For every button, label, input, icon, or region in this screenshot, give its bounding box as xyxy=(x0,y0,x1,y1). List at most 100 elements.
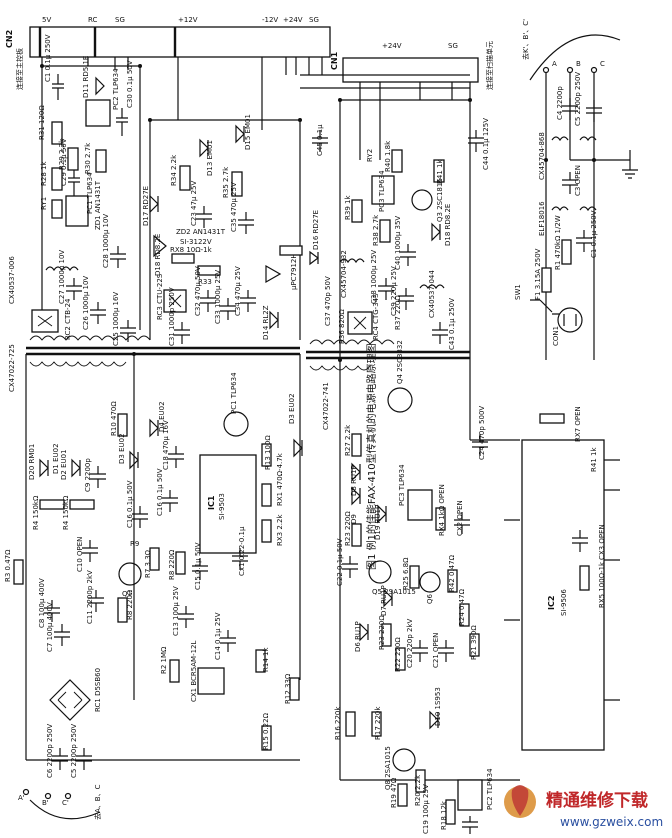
top-connector-area: CN2 连接至主控板 5V RC SG +12V -12V +24V SG xyxy=(5,16,331,130)
primary-right-section: Q4 2SC3832 C24 470p 500V R27 2.2k D8 RU1… xyxy=(334,340,520,834)
r12-label: R12 33Ω xyxy=(284,673,292,704)
d19-label: D19 RU1P xyxy=(374,505,382,540)
watermark: 精通维修下载 www.gzweix.com xyxy=(504,785,663,829)
ic1-type: SI-9503 xyxy=(218,493,226,520)
c28-label: C28 1000μ 10V xyxy=(102,214,110,268)
r30-label: R30 2.7k xyxy=(84,142,92,174)
d11-label: D11 RD5.1E xyxy=(82,56,90,98)
r15-label: R15 0.22Ω xyxy=(262,712,270,750)
watermark-url: www.gzweix.com xyxy=(560,815,663,829)
c26-label: C26 1000μ 10V xyxy=(82,276,90,330)
q6-label: Q6 xyxy=(426,593,434,604)
c1-ac-label: C1 0.1μ 250V xyxy=(590,210,598,258)
r6-label: R8 220Ω xyxy=(126,589,134,620)
cn1-connector-area: CN1 +24V SG 连接至扫描单元 xyxy=(300,41,494,160)
cn2-label: CN2 xyxy=(5,30,14,48)
cn1-connector xyxy=(342,57,479,83)
ic1-block: IC1 SI-9503 PC1 TLP634 R10 470Ω C18 470μ… xyxy=(110,372,303,751)
pc3-ic2-label: PC3 TLP634 xyxy=(398,464,406,506)
c11-label: C11 2200p 2kV xyxy=(86,570,94,624)
c40-label: C40 1000μ 35V xyxy=(394,216,402,270)
r24-label: R24 0.47Ω xyxy=(458,588,466,626)
r18-label: R18 12k xyxy=(440,800,448,830)
ry2-label: RY2 xyxy=(366,149,374,162)
zd1-label: ZD1 AN1431T xyxy=(94,180,102,230)
cx3-label: CX3 OPEN xyxy=(598,524,606,560)
c25-label: C25 1000μ 16V xyxy=(112,292,120,346)
c9-label: C9 2200p xyxy=(84,458,92,492)
terminal-a: A xyxy=(552,60,557,68)
to-scanner-label: 连接至扫描单元 xyxy=(485,41,494,90)
terminal-b2: B' xyxy=(42,799,49,807)
r7-label: R7 3.3Ω xyxy=(144,549,152,578)
cn1-label: CN1 xyxy=(330,51,339,70)
l2-label: CX45704-868 xyxy=(538,132,546,180)
ic2-type: SI-9506 xyxy=(560,589,568,616)
pc2-label: PC2 TLP634 xyxy=(112,68,120,110)
r42-label: R42 0.47Ω xyxy=(448,554,456,592)
q4-label: Q4 2SC3832 xyxy=(396,340,404,384)
ry1-label: RY1 xyxy=(40,197,48,210)
d6-label: D6 RU1P xyxy=(354,621,362,652)
l5-label: CX40537-044 xyxy=(428,270,436,318)
l1-label: ELF18016 xyxy=(538,201,546,236)
c33-label: C33 1000μ 25V xyxy=(214,270,222,324)
c27-label: C27 1000μ 10V xyxy=(58,250,66,304)
c43-label: C43 0.1μ 250V xyxy=(448,298,456,350)
d7b-label: D7 RU1P xyxy=(380,585,388,616)
d15-label: D15 EM01 xyxy=(244,114,252,150)
c32-label: C32 470μ 50V xyxy=(194,266,202,316)
ic5-label: μPC7912H xyxy=(290,253,298,290)
r4-label: R4 150kΩ xyxy=(32,495,40,530)
r29-label: R29 2.2k xyxy=(58,138,66,170)
caption-text: 图1 例1的佳能FAX-410型传真机的电源电路原理图 xyxy=(365,343,378,570)
pc3-label: PC3 TLP634 xyxy=(378,170,386,212)
watermark-brand: 精通维修下载 xyxy=(546,790,648,811)
rail-24v-b: +24V xyxy=(382,42,402,50)
rc2-label: RC2 CTB-24 xyxy=(64,298,72,340)
c22-label: C22 0.1μ 50V xyxy=(336,538,344,586)
cx1b-label: CX1 BCR5AM-12L xyxy=(190,640,198,702)
rx4-label: RX4 1kΩ OPEN xyxy=(438,484,446,536)
d13-label: D13 EM01 xyxy=(206,140,214,176)
c15-label: C15 0.1μ 50V xyxy=(194,542,202,590)
r38-label: R38 2.7k xyxy=(372,214,380,246)
d10-label: D10 1S953 xyxy=(434,687,442,726)
figure-caption: 图1 例1的佳能FAX-410型传真机的电源电路原理图 xyxy=(365,343,378,570)
c1-label: C1 0.1μ 250V xyxy=(44,34,52,82)
c16-label: C16 0.1μ 50V xyxy=(126,480,134,528)
c17-label: C16 0.1μ 50V xyxy=(156,468,164,516)
r2-label: R2 1MΩ xyxy=(160,646,168,674)
r13-label: R13 100Ω xyxy=(264,435,272,470)
q3-label: Q3 2SC1815 xyxy=(436,178,444,222)
c23-label: C23 47μ 25V xyxy=(190,180,198,226)
rc1-label: RC1 D5SB60 xyxy=(94,668,102,712)
d18-label: D18 RD8.2E xyxy=(154,234,162,276)
r14-label: R14 1k xyxy=(262,647,270,672)
rail-minus12: -12V xyxy=(262,16,278,24)
c37-label: C37 470p 50V xyxy=(324,276,332,326)
rx3-label: RX3 2.2k xyxy=(276,514,284,546)
rail-plus12: +12V xyxy=(178,16,198,24)
d2-label: D2 EU01 xyxy=(60,449,68,480)
d1-label: D1 EU02 xyxy=(52,443,60,474)
c21-label: C21 OPEN xyxy=(432,633,440,668)
r31-label: R31 120Ω xyxy=(38,105,46,140)
r10-label: R10 470Ω xyxy=(110,401,118,436)
to-motherboard-label: 连接至主控板 xyxy=(15,48,24,90)
ic1-chip xyxy=(199,454,257,554)
r26-label: R23 220Ω xyxy=(344,511,352,546)
c45-label: C45 0.1μ xyxy=(316,124,324,156)
r33-label: R33 xyxy=(198,278,212,286)
rx5-label: RX5 100Ω-1k xyxy=(598,561,606,608)
c14-label: C14 0.1μ 25V xyxy=(214,612,222,660)
ac-input-section: 去K'、B'、C' A B C C4 2200p C5 2200p 250V C… xyxy=(514,19,638,360)
rc4-label: RC4 CTG-34S xyxy=(372,293,380,340)
d4-label: D4 EU02 xyxy=(158,401,166,432)
c44-label: C44 0.1μ 125V xyxy=(482,118,490,170)
rail-sg-b: SG xyxy=(448,42,458,50)
pc1-label: PC1 TLP634 xyxy=(86,172,94,214)
cn2-connector xyxy=(29,26,331,58)
c24-label: C24 470p 500V xyxy=(478,406,486,460)
d9-label: D9 xyxy=(350,514,358,524)
